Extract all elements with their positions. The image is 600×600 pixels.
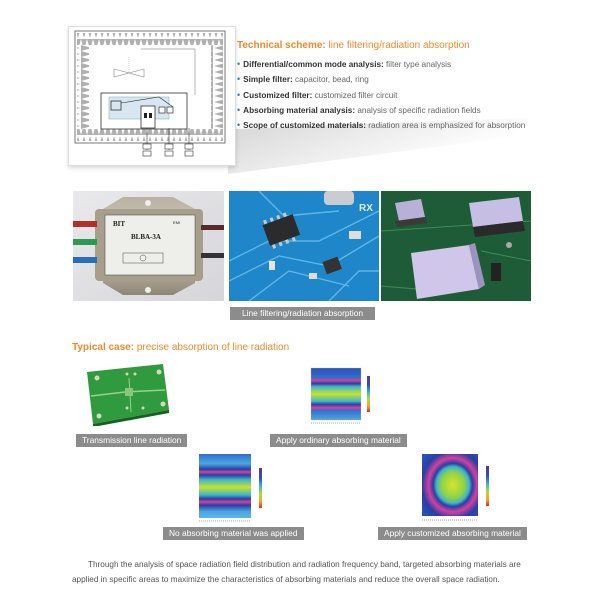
heading-bold: Typical case: bbox=[72, 342, 135, 353]
heading-rest: line filtering/radiation absorption bbox=[325, 40, 470, 51]
caption-no-absorber: No absorbing material was applied bbox=[163, 527, 304, 540]
technical-scheme-list: •Differential/common mode analysis: filt… bbox=[237, 57, 525, 133]
caption-transmission-line: Transmission line radiation bbox=[76, 434, 188, 447]
transmission-line-pcb-image bbox=[85, 364, 170, 431]
heatmap-no-absorber bbox=[193, 452, 273, 529]
caption-customized-absorber: Apply customized absorbing material bbox=[378, 527, 527, 540]
bullet-icon: • bbox=[237, 104, 241, 115]
heading-rest: precise absorption of line radiation bbox=[134, 342, 290, 353]
list-item: •Differential/common mode analysis: filt… bbox=[237, 57, 525, 72]
summary-paragraph: Through the analysis of space radiation … bbox=[72, 557, 532, 587]
list-item: •Simple filter: capacitor, bead, ring bbox=[237, 72, 525, 87]
item-term: Scope of customized materials: bbox=[243, 121, 367, 131]
caption-ordinary-absorber: Apply ordinary absorbing material bbox=[270, 434, 407, 447]
photos-caption: Line filtering/radiation absorption bbox=[230, 307, 375, 320]
bullet-icon: • bbox=[237, 59, 241, 69]
item-desc: customized filter circuit bbox=[312, 90, 398, 100]
bullet-icon: • bbox=[237, 120, 241, 131]
list-item: •Absorbing material analysis: analysis o… bbox=[237, 103, 525, 118]
item-desc: filter type analysis bbox=[383, 60, 452, 69]
technical-scheme-heading: Technical scheme: line filtering/radiati… bbox=[237, 40, 470, 51]
item-term: Absorbing material analysis: bbox=[243, 105, 356, 115]
anechoic-chamber-diagram bbox=[68, 26, 236, 166]
svg-text:RX: RX bbox=[359, 203, 373, 214]
item-desc: radiation area is emphasized for absorpt… bbox=[366, 121, 526, 131]
heading-bold: Technical scheme: bbox=[237, 40, 326, 51]
heatmap-customized-absorber bbox=[418, 452, 498, 529]
item-desc: capacitor, bead, ring bbox=[292, 75, 369, 85]
filter-model: BLBA-3A bbox=[131, 233, 161, 241]
item-term: Differential/common mode analysis: bbox=[243, 60, 384, 69]
item-term: Customized filter: bbox=[243, 90, 313, 100]
item-desc: analysis of specific radiation fields bbox=[355, 105, 481, 115]
list-item: •Scope of customized materials: radiatio… bbox=[237, 118, 525, 133]
blue-pcb-photo: RX bbox=[229, 191, 379, 301]
bullet-icon: • bbox=[237, 74, 241, 85]
item-term: Simple filter: bbox=[243, 75, 293, 85]
green-pcb-absorber-photo bbox=[381, 191, 531, 301]
filter-tag: EMI bbox=[173, 220, 180, 225]
typical-case-heading: Typical case: precise absorption of line… bbox=[72, 342, 289, 353]
summary-text: Through the analysis of space radiation … bbox=[72, 560, 521, 584]
emi-filter-photo: BIT EMI BLBA-3A bbox=[73, 191, 224, 301]
list-item: •Customized filter: customized filter ci… bbox=[237, 88, 525, 103]
bullet-icon: • bbox=[237, 89, 241, 100]
heatmap-ordinary-absorber bbox=[305, 366, 381, 433]
filter-brand: BIT bbox=[113, 220, 125, 228]
